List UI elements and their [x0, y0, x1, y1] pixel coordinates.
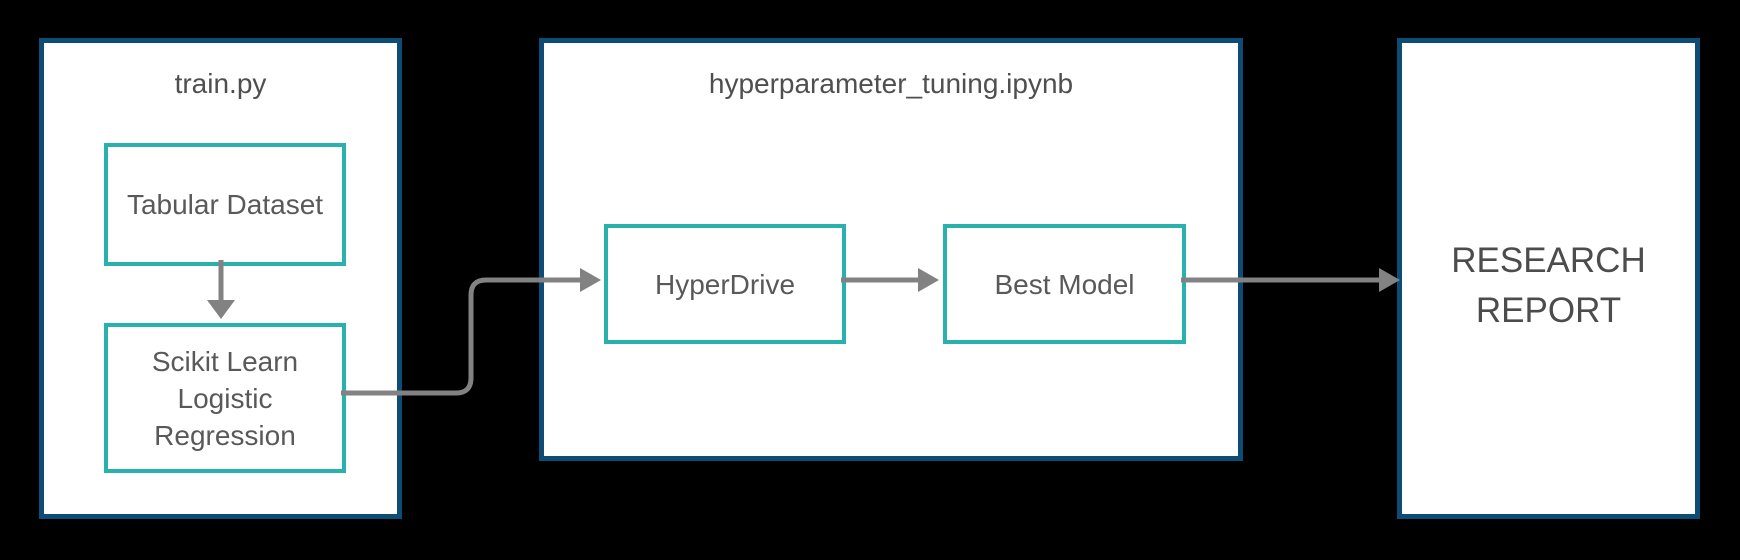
hyperparameter-tuning-panel-title: hyperparameter_tuning.ipynb	[708, 68, 1074, 99]
tabular-dataset-node: Tabular Dataset	[104, 143, 346, 266]
best-model-node: Best Model	[943, 224, 1186, 344]
train-py-panel-title: train.py	[174, 68, 267, 99]
tabular-dataset-label: Tabular Dataset	[126, 189, 324, 220]
research-report-panel: RESEARCH REPORT	[1397, 38, 1700, 519]
hyperdrive-label: HyperDrive	[654, 268, 796, 300]
scikit-logistic-regression-label: Scikit Learn Logistic Regression	[151, 345, 299, 451]
train-py-panel: train.py Tabular Dataset Scikit Learn Lo…	[39, 38, 402, 519]
scikit-logistic-regression-node: Scikit Learn Logistic Regression	[104, 323, 346, 473]
hyperdrive-node: HyperDrive	[604, 224, 846, 344]
best-model-label: Best Model	[994, 268, 1135, 300]
hyperparameter-tuning-panel: hyperparameter_tuning.ipynb HyperDrive B…	[539, 38, 1243, 461]
research-report-label: RESEARCH REPORT	[1451, 240, 1646, 330]
